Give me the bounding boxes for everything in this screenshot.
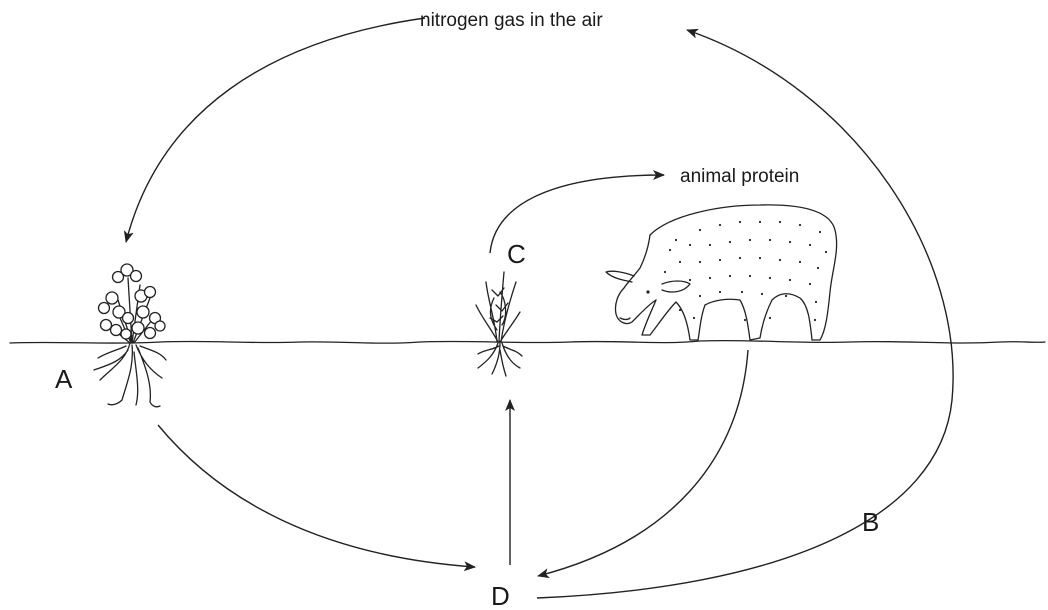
grass-plant-icon <box>476 272 522 376</box>
label-d: D <box>491 581 510 610</box>
label-b: B <box>862 507 879 537</box>
ground-line <box>10 341 1045 344</box>
label-a: A <box>55 364 73 394</box>
label-c: C <box>507 239 526 269</box>
clover-plant-icon <box>94 264 166 407</box>
arrow-sheep-to-d <box>538 350 748 576</box>
label-animal-protein: animal protein <box>680 166 799 187</box>
sheep-icon <box>606 205 837 340</box>
arrow-a-to-d <box>158 425 475 567</box>
label-nitrogen-gas: nitrogen gas in the air <box>420 10 603 31</box>
arrow-air-to-a <box>126 18 425 242</box>
